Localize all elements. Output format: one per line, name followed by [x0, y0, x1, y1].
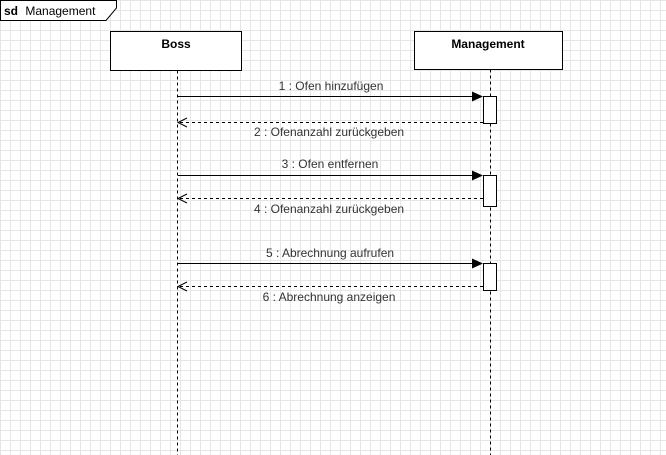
message-3[interactable]: 3 : Ofen entfernen: [178, 157, 483, 181]
lifeline-management-label: Management: [451, 37, 524, 51]
message-2[interactable]: 2 : Ofenanzahl zurückgeben: [176, 117, 483, 139]
lifeline-management-head[interactable]: [414, 31, 563, 70]
message-4[interactable]: 4 : Ofenanzahl zurückgeben: [176, 193, 483, 216]
message-label: 6 : Abrechnung anzeigen: [263, 290, 396, 304]
frame-name: Management: [25, 4, 96, 18]
frame-title: sd Management: [4, 4, 96, 18]
activation-bar[interactable]: [483, 175, 497, 207]
filled-arrowhead-icon: [472, 258, 483, 269]
filled-arrowhead-icon: [472, 91, 483, 102]
lifeline-boss[interactable]: Boss: [110, 31, 242, 455]
message-6[interactable]: 6 : Abrechnung anzeigen: [176, 281, 483, 304]
message-label: 2 : Ofenanzahl zurückgeben: [254, 125, 404, 139]
message-label: 3 : Ofen entfernen: [282, 157, 379, 171]
open-arrowhead-icon: [176, 281, 188, 292]
message-1[interactable]: 1 : Ofen hinzufügen: [178, 79, 483, 102]
lifeline-management[interactable]: Management: [414, 31, 563, 455]
message-label: 1 : Ofen hinzufügen: [279, 79, 384, 93]
message-label: 4 : Ofenanzahl zurückgeben: [254, 202, 404, 216]
activation-bar[interactable]: [483, 96, 497, 124]
frame-header: sd Management: [0, 0, 117, 21]
activation-bar[interactable]: [483, 263, 497, 291]
lifeline-boss-head[interactable]: [110, 31, 242, 71]
message-5[interactable]: 5 : Abrechnung aufrufen: [178, 246, 483, 269]
lifeline-boss-label: Boss: [161, 37, 191, 51]
frame-keyword: sd: [4, 4, 18, 18]
filled-arrowhead-icon: [472, 170, 483, 181]
open-arrowhead-icon: [176, 193, 188, 204]
message-label: 5 : Abrechnung aufrufen: [266, 246, 394, 260]
open-arrowhead-icon: [176, 117, 188, 128]
